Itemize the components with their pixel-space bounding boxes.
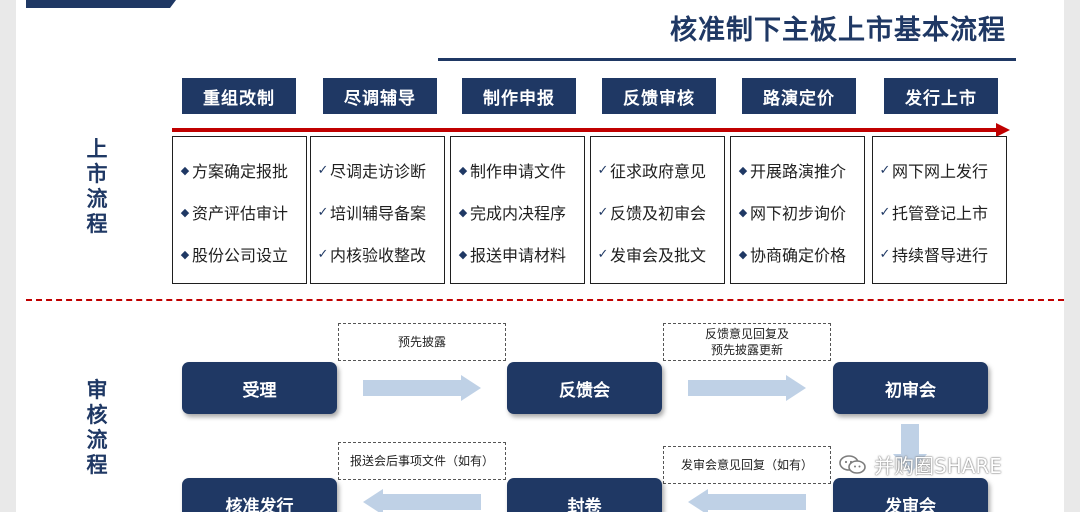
check-bullet-icon: ✓	[597, 162, 609, 178]
step-item: ✓持续督导进行	[879, 246, 989, 265]
step-item: ◆报送申请材料	[458, 246, 567, 265]
step-item: ✓尽调走访诊断	[317, 162, 427, 181]
phase-issuance-listing: 发行上市	[884, 78, 998, 114]
steps-application: ◆制作申请文件 ◆完成内决程序 ◆报送申请材料	[450, 136, 585, 284]
note-pre-disclosure: 预先披露	[338, 323, 506, 361]
node-approval-issue: 核准发行	[182, 478, 337, 512]
section-divider	[26, 299, 1064, 301]
diamond-bullet-icon: ◆	[738, 247, 748, 261]
listing-process-label: 上市流程	[86, 137, 108, 236]
step-item: ◆开展路演推介	[738, 162, 847, 181]
diamond-bullet-icon: ◆	[458, 205, 468, 219]
step-item: ✓托管登记上市	[879, 204, 989, 223]
steps-roadshow-pricing: ◆开展路演推介 ◆网下初步询价 ◆协商确定价格	[730, 136, 865, 284]
check-bullet-icon: ✓	[879, 162, 891, 178]
watermark: 并购圈SHARE	[838, 450, 1002, 479]
header-accent-tab	[26, 0, 176, 8]
node-feedback-meeting: 反馈会	[507, 362, 662, 414]
phase-restructuring: 重组改制	[182, 78, 296, 114]
step-item: ✓培训辅导备案	[317, 204, 427, 223]
step-item: ◆完成内决程序	[458, 204, 567, 223]
flow-arrow-left-icon	[363, 489, 481, 512]
step-item: ✓征求政府意见	[597, 162, 707, 181]
steps-due-diligence: ✓尽调走访诊断 ✓培训辅导备案 ✓内核验收整改	[310, 136, 445, 284]
flow-arrow-right-icon	[363, 375, 481, 401]
diamond-bullet-icon: ◆	[738, 163, 748, 177]
left-edge-strip	[0, 0, 16, 512]
steps-feedback-review: ✓征求政府意见 ✓反馈及初审会 ✓发审会及批文	[590, 136, 725, 284]
note-committee-reply: 发审会意见回复（如有）	[663, 446, 831, 484]
node-sealing: 封卷	[507, 478, 662, 512]
timeline-arrowhead	[996, 123, 1010, 137]
timeline-arrow	[172, 128, 998, 132]
check-bullet-icon: ✓	[597, 204, 609, 220]
step-item: ◆网下初步询价	[738, 204, 847, 223]
step-item: ◆制作申请文件	[458, 162, 567, 181]
check-bullet-icon: ✓	[597, 246, 609, 262]
check-bullet-icon: ✓	[317, 162, 329, 178]
check-bullet-icon: ✓	[317, 246, 329, 262]
flow-arrow-down-icon	[893, 424, 927, 476]
step-item: ◆方案确定报批	[180, 162, 289, 181]
flow-arrow-right-icon	[688, 375, 806, 401]
diamond-bullet-icon: ◆	[458, 163, 468, 177]
diamond-bullet-icon: ◆	[180, 247, 190, 261]
diamond-bullet-icon: ◆	[180, 163, 190, 177]
note-feedback-reply: 反馈意见回复及 预先披露更新	[663, 323, 831, 361]
diamond-bullet-icon: ◆	[458, 247, 468, 261]
step-item: ✓网下网上发行	[879, 162, 989, 181]
step-item: ◆协商确定价格	[738, 246, 847, 265]
step-item: ✓内核验收整改	[317, 246, 427, 265]
watermark-text: 并购圈SHARE	[874, 454, 1002, 478]
step-item: ◆股份公司设立	[180, 246, 289, 265]
node-accept: 受理	[182, 362, 337, 414]
page-title: 核准制下主板上市基本流程	[670, 15, 1006, 46]
steps-issuance-listing: ✓网下网上发行 ✓托管登记上市 ✓持续督导进行	[872, 136, 1007, 284]
diamond-bullet-icon: ◆	[738, 205, 748, 219]
check-bullet-icon: ✓	[879, 246, 891, 262]
node-issuance-committee: 发审会	[833, 478, 988, 512]
flow-arrow-left-icon	[688, 489, 806, 512]
diamond-bullet-icon: ◆	[180, 205, 190, 219]
step-item: ◆资产评估审计	[180, 204, 289, 223]
right-edge-strip	[1064, 0, 1080, 512]
phase-roadshow-pricing: 路演定价	[742, 78, 856, 114]
note-line: 反馈意见回复及	[704, 327, 789, 341]
check-bullet-icon: ✓	[879, 204, 891, 220]
phase-application: 制作申报	[462, 78, 576, 114]
phase-due-diligence: 尽调辅导	[323, 78, 437, 114]
steps-restructuring: ◆方案确定报批 ◆资产评估审计 ◆股份公司设立	[172, 136, 307, 284]
node-preliminary-meeting: 初审会	[833, 362, 988, 414]
review-process-label: 审核流程	[86, 378, 108, 477]
phase-feedback-review: 反馈审核	[602, 78, 716, 114]
note-post-meeting-docs: 报送会后事项文件（如有）	[338, 442, 506, 480]
wechat-icon	[839, 454, 866, 474]
step-item: ✓反馈及初审会	[597, 204, 707, 223]
title-underline	[438, 58, 1016, 61]
check-bullet-icon: ✓	[317, 204, 329, 220]
step-item: ✓发审会及批文	[597, 246, 707, 265]
note-line: 预先披露更新	[710, 343, 783, 357]
